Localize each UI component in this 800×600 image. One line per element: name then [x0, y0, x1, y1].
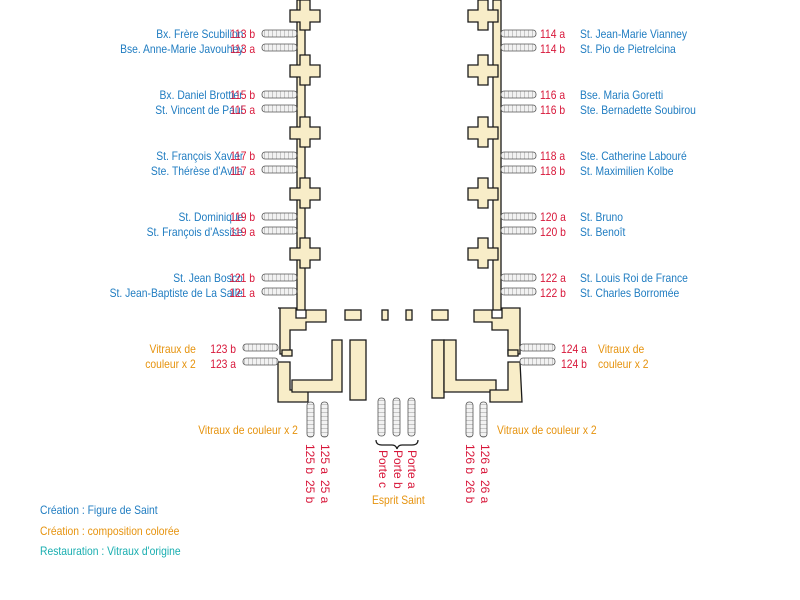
window-number: 118 b [540, 164, 566, 178]
doors-brace [375, 439, 419, 450]
window-number: 26 b [463, 480, 477, 504]
window-number: 124 a [561, 342, 587, 356]
door-label: Porte c [376, 450, 390, 489]
window-number: 122 a [540, 271, 566, 285]
saint-label: St. Vincent de Paul [155, 103, 243, 117]
window-number: 119 b [229, 210, 255, 224]
window-number: 115 b [229, 88, 255, 102]
legend-item-saint: Création : Figure de Saint [40, 503, 158, 517]
saint-label: St. Jean Bosco [173, 271, 243, 285]
window-number: 117 a [229, 164, 255, 178]
saint-label: St. Benoît [580, 225, 626, 239]
colored-glass-label: Vitraux de [598, 342, 645, 356]
colored-glass-label: Vitraux de [149, 342, 196, 356]
window-number: 121 b [229, 271, 255, 285]
window-number: 113 b [229, 27, 255, 41]
saint-label: St. Jean-Baptiste de La Salle [109, 286, 243, 300]
window-number: 25 a [318, 480, 332, 504]
left-tower [278, 307, 327, 355]
window-number: 117 b [229, 149, 255, 163]
window-number: 116 a [540, 88, 566, 102]
window-number: 118 a [540, 149, 566, 163]
door-label: Porte b [391, 450, 405, 489]
saint-label: Ste. Thérèse d'Avila [151, 164, 243, 178]
saint-label: Bx. Daniel Brottier [159, 88, 243, 102]
window-number: 25 b [303, 480, 317, 504]
window-number: 125 b [303, 444, 317, 475]
window-number: 126 a [478, 444, 492, 475]
legend-item-colored: Création : composition colorée [40, 524, 180, 538]
saint-label: St. Maximilien Kolbe [580, 164, 674, 178]
doors-group-label: Esprit Saint [372, 493, 425, 507]
nave-windows [242, 29, 556, 366]
window-number: 26 a [478, 480, 492, 504]
saint-label: Bse. Anne-Marie Javouhey [119, 42, 243, 56]
right-tower [473, 307, 521, 355]
window-number: 123 b [210, 342, 236, 356]
window-number: 114 b [540, 42, 566, 56]
saint-label: St. Dominique [178, 210, 243, 224]
saint-label: St. Louis Roi de France [580, 271, 688, 285]
right-pillars [467, 0, 499, 269]
window-number: 120 b [540, 225, 566, 239]
left-porch-wall [291, 339, 343, 393]
window-number: 124 b [561, 357, 587, 371]
door-label: Porte a [405, 450, 419, 489]
facade-left-label: Vitraux de couleur x 2 [198, 423, 298, 437]
facade-windows [306, 397, 488, 438]
window-number: 120 a [540, 210, 566, 224]
window-number: 116 b [540, 103, 566, 117]
saint-label: St. Bruno [580, 210, 624, 224]
saint-label: St. Pio de Pietrelcina [580, 42, 676, 56]
window-number: 114 a [540, 27, 566, 41]
window-number: 122 b [540, 286, 566, 300]
legend-item-original: Restauration : Vitraux d'origine [40, 544, 181, 558]
saint-label: St. Charles Borromée [580, 286, 680, 300]
left-pillars [289, 0, 321, 269]
saint-label: St. François d'Assise [146, 225, 243, 239]
saint-label: Bse. Maria Goretti [580, 88, 664, 102]
window-number: 126 b [463, 444, 477, 475]
colored-glass-label: couleur x 2 [145, 357, 196, 371]
colored-glass-label: couleur x 2 [598, 357, 649, 371]
saint-label: St. François Xavier [155, 149, 243, 163]
window-number: 121 a [229, 286, 255, 300]
window-number: 125 a [318, 444, 332, 475]
saint-label: Ste. Bernadette Soubirou [580, 103, 696, 117]
window-number: 115 a [229, 103, 255, 117]
facade-right-label: Vitraux de couleur x 2 [497, 423, 597, 437]
window-number: 113 a [229, 42, 255, 56]
window-number: 119 a [229, 225, 255, 239]
saint-label: Ste. Catherine Labouré [580, 149, 687, 163]
window-number: 123 a [210, 357, 236, 371]
saint-label: Bx. Frère Scubilion [155, 27, 243, 41]
right-aisle-wall [492, 0, 502, 311]
saint-label: St. Jean-Marie Vianney [580, 27, 688, 41]
